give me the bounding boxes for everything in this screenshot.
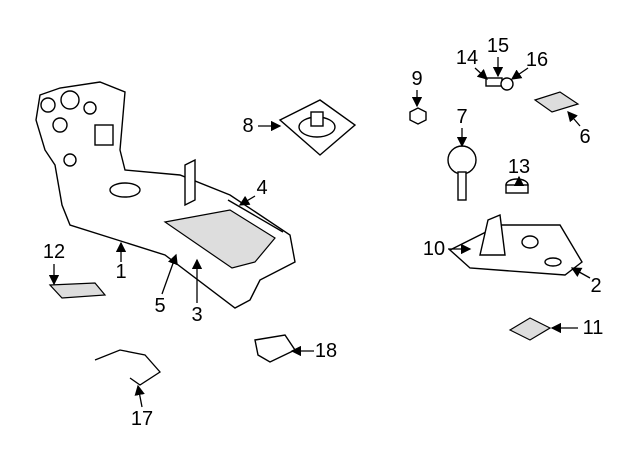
part-18-bracket <box>254 334 297 363</box>
part-14-16-pin <box>485 77 514 91</box>
callout-8: 8 <box>242 115 254 137</box>
callout-18: 18 <box>314 340 338 362</box>
callout-13: 13 <box>507 156 531 178</box>
callout-15: 15 <box>486 35 510 57</box>
callout-6: 6 <box>579 126 591 148</box>
part-9-nut <box>409 107 427 125</box>
callout-11: 11 <box>582 317 604 339</box>
part-1-console <box>35 81 296 309</box>
part-7-knob <box>447 145 477 201</box>
callout-7: 7 <box>456 106 468 128</box>
callout-16: 16 <box>525 49 549 71</box>
callout-1: 1 <box>115 261 127 283</box>
callout-17: 17 <box>130 408 154 430</box>
part-17-harness <box>94 349 161 386</box>
callout-5: 5 <box>154 295 166 317</box>
callout-2: 2 <box>590 275 602 297</box>
callout-12: 12 <box>42 241 66 263</box>
callout-4: 4 <box>256 177 268 199</box>
part-6-pad <box>533 91 580 113</box>
part-2-10-shifter-panel <box>448 213 583 276</box>
part-13-cap <box>505 178 529 194</box>
part-11-pad <box>508 317 552 341</box>
leader-lines <box>48 57 591 408</box>
part-12-pad <box>48 282 107 299</box>
part-4-strip <box>227 199 284 233</box>
callout-3: 3 <box>191 304 203 326</box>
callout-14: 14 <box>455 47 479 69</box>
callout-9: 9 <box>411 68 423 90</box>
callout-10: 10 <box>422 238 446 260</box>
part-8-boot <box>278 99 357 156</box>
